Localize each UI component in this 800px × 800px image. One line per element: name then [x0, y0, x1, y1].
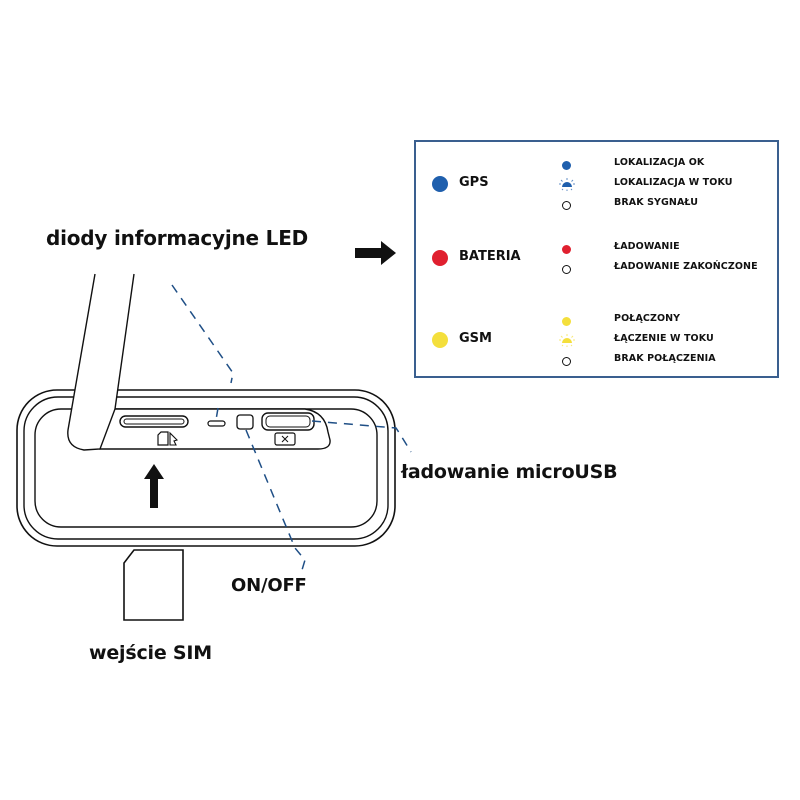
- legend-state-text: LOKALIZACJA OK: [614, 157, 705, 168]
- label-on-off: ON/OFF: [231, 575, 307, 596]
- legend-group-name: GSM: [459, 331, 492, 346]
- sim-symbol-icon: [157, 431, 169, 446]
- led-legend-box: GPS LOKALIZACJA OK LOKALIZACJA W TOKU BRAK …: [414, 140, 779, 378]
- legend-state-text: LOKALIZACJA W TOKU: [614, 177, 733, 188]
- legend-group-name: BATERIA: [459, 249, 521, 264]
- led-off-icon: [562, 201, 571, 210]
- label-microusb-charging: ładowanie microUSB: [401, 461, 618, 483]
- led-blinking-icon: [559, 178, 575, 191]
- legend-state-text: POŁĄCZONY: [614, 313, 681, 324]
- led-off-icon: [562, 357, 571, 366]
- leader-line-led: [171, 284, 234, 384]
- usb-symbol-icon: [274, 432, 296, 446]
- sim-card-icon: [123, 549, 184, 621]
- device-outer-casing: [16, 389, 396, 547]
- arrow-up-icon: [144, 464, 164, 508]
- legend-state-text: BRAK SYGNAŁU: [614, 197, 699, 208]
- leader-line-usb: [311, 420, 412, 453]
- legend-state-text: ŁADOWANIE ZAKOŃCZONE: [614, 261, 758, 272]
- legend-state-text: BRAK POŁĄCZENIA: [614, 353, 716, 364]
- leader-line-onoff: [245, 429, 306, 571]
- legend-gsm-dot-icon: [432, 332, 448, 348]
- led-window: [207, 420, 226, 427]
- legend-group-name: GPS: [459, 175, 489, 190]
- legend-bateria-dot-icon: [432, 250, 448, 266]
- label-sim-input: wejście SIM: [89, 642, 212, 664]
- legend-gps-dot-icon: [432, 176, 448, 192]
- antenna: [67, 273, 135, 451]
- led-solid-icon: [562, 245, 571, 254]
- led-off-icon: [562, 265, 571, 274]
- legend-state-text: ŁADOWANIE: [614, 241, 680, 252]
- arrow-right-icon: [355, 241, 396, 265]
- sim-slot: [119, 415, 189, 428]
- legend-state-text: ŁĄCZENIE W TOKU: [614, 333, 714, 344]
- device-middle-casing: [23, 396, 389, 540]
- led-blinking-icon: [559, 334, 575, 347]
- label-led-indicators: diody informacyjne LED: [46, 226, 309, 250]
- led-solid-icon: [562, 317, 571, 326]
- led-solid-icon: [562, 161, 571, 170]
- leader-line-led-inside: [215, 407, 219, 421]
- power-button: [236, 414, 254, 430]
